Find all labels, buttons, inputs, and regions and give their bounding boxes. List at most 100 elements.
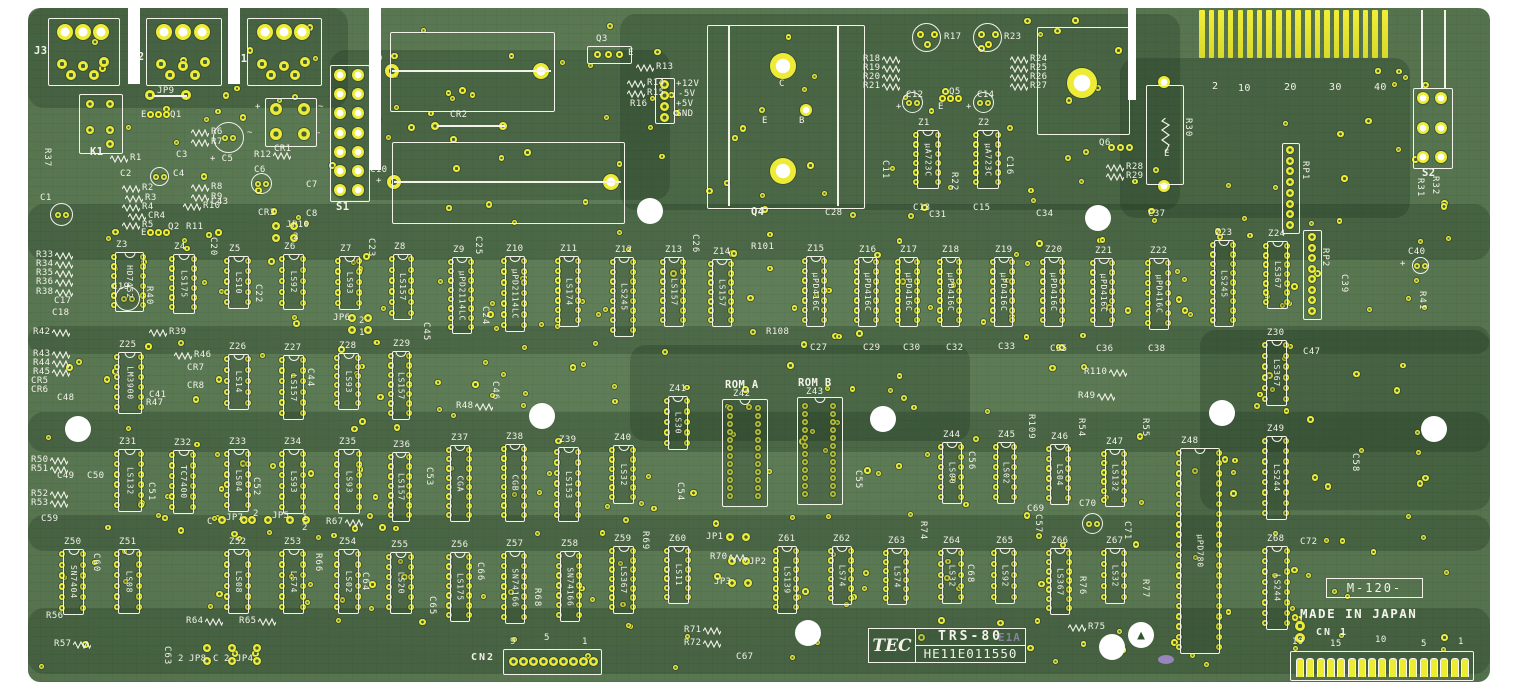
solder-pad [218, 516, 226, 524]
solder-pad [684, 584, 692, 591]
ic-z42 [722, 399, 768, 507]
solder-pad [553, 501, 561, 508]
solder-pad [772, 603, 780, 611]
solder-pad [574, 501, 582, 508]
solder-pad [992, 463, 1000, 471]
solder-pad [223, 288, 231, 295]
solder-pad [1036, 239, 1044, 247]
solder-pad [405, 453, 413, 461]
solder-pad [1291, 614, 1299, 621]
solder-pad [168, 503, 176, 511]
solder-pad [957, 571, 965, 579]
solder-pad [829, 490, 837, 498]
solder-pad [1193, 554, 1199, 561]
ic-z11: LS174 [559, 256, 579, 327]
solder-pad [1100, 478, 1108, 485]
solder-pad [154, 228, 162, 236]
solder-pad [244, 399, 252, 407]
solder-pad [937, 560, 945, 568]
solder-pad [555, 611, 563, 619]
solder-pad [1045, 604, 1053, 612]
edge-finger [1343, 10, 1350, 58]
solder-pad [801, 86, 807, 93]
round-component-c40 [1412, 257, 1429, 274]
solder-pad [334, 289, 342, 296]
solder-pad [847, 566, 855, 573]
silk-r51: R51 [31, 465, 69, 474]
silk-r50: R50 [31, 456, 69, 465]
silk-k1: K1 [90, 146, 104, 158]
solder-pad [299, 582, 307, 589]
solder-pad [825, 514, 832, 520]
silk-c13: C13 [913, 203, 931, 213]
solder-pad [882, 567, 890, 575]
silk-c28: C28 [825, 208, 843, 218]
solder-pad [937, 453, 945, 461]
silk-c14: C14 [977, 90, 995, 100]
silk-text: R34 [36, 259, 54, 269]
solder-pad [1226, 183, 1232, 189]
resistor-zigzag-icon [703, 626, 722, 635]
outline-hs [1037, 27, 1130, 135]
solder-pad [801, 426, 809, 434]
solder-pad [278, 493, 286, 500]
resistor-zigzag-icon [174, 351, 192, 360]
solder-pad [78, 61, 88, 71]
solder-pad [1065, 595, 1073, 603]
solder-pad [574, 459, 582, 466]
solder-pad [894, 278, 902, 285]
solder-pad [86, 100, 94, 108]
solder-pad [1035, 618, 1041, 624]
solder-pad [555, 601, 563, 609]
solder-pad [445, 563, 453, 570]
solder-pad [405, 482, 413, 490]
solder-pad [894, 258, 902, 266]
solder-pad [1100, 593, 1108, 601]
solder-pad [994, 131, 1002, 139]
solder-pad [1024, 17, 1031, 25]
solder-pad [820, 316, 828, 324]
round-component-r23 [973, 23, 1002, 52]
solder-pad [609, 278, 617, 285]
solder-pad [820, 306, 828, 314]
pin1-notch-icon [68, 549, 79, 555]
solder-pad [936, 258, 944, 266]
solder-pad [1441, 633, 1448, 641]
solder-pad [801, 466, 809, 474]
mounting-hole [529, 403, 555, 429]
solder-pad [847, 557, 855, 564]
solder-pad [190, 265, 198, 272]
solder-pad [913, 297, 921, 304]
edge-pin-number: 20 [1284, 82, 1297, 93]
solder-pad [500, 502, 508, 509]
solder-pad [727, 279, 735, 286]
silk-c48: C48 [57, 393, 75, 403]
solder-pad [1215, 572, 1223, 579]
silk-text: R24 [1030, 54, 1048, 64]
solder-pad [683, 429, 691, 436]
solder-pad [1125, 143, 1133, 151]
solder-pad [902, 594, 910, 602]
silk-text: R9 [211, 192, 223, 202]
solder-pad [1291, 566, 1298, 574]
solder-pad [1023, 334, 1029, 340]
solder-pad [1283, 547, 1291, 555]
solder-pad [1175, 572, 1183, 579]
solder-pad [727, 260, 735, 268]
solder-pad [278, 255, 286, 263]
solder-pad [113, 363, 121, 371]
solder-pad [57, 59, 67, 69]
silk-c25: C25 [473, 236, 483, 256]
resistor-zigzag-icon [627, 79, 645, 88]
solder-pad [1065, 97, 1073, 104]
solder-pad [418, 618, 426, 626]
pin1-notch-icon [397, 254, 408, 260]
solder-pad [387, 482, 395, 490]
silk-r4: R4 [122, 203, 154, 212]
solder-pad [223, 561, 231, 568]
solder-pad [1045, 568, 1053, 575]
solder-pad [290, 222, 298, 230]
cn1-pin [1429, 658, 1438, 677]
solder-pad [228, 644, 236, 652]
solder-pad [990, 549, 998, 557]
